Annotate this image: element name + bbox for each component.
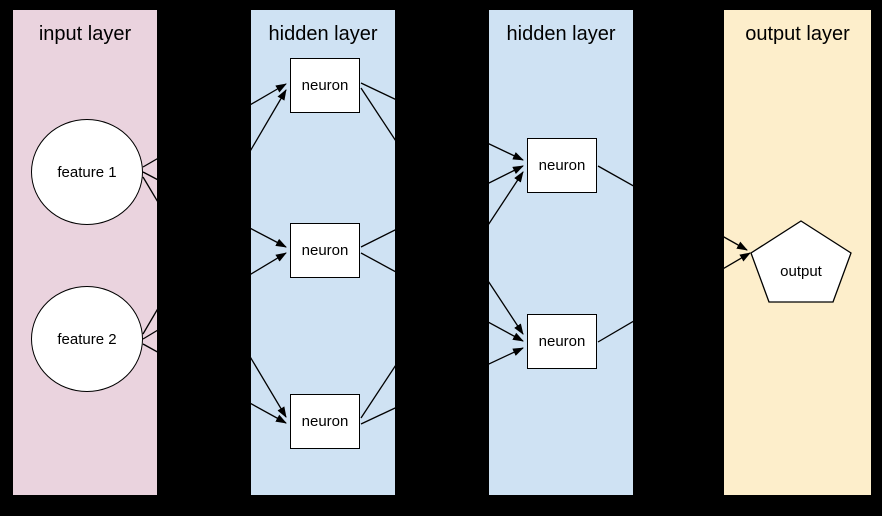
feature-2-label: feature 2 bbox=[57, 330, 117, 348]
node-feature-2: feature 2 bbox=[31, 286, 143, 392]
input-layer-title: input layer bbox=[38, 23, 132, 45]
node-hidden2-neuron-2: neuron bbox=[527, 314, 597, 369]
hidden1-neuron-1-label: neuron bbox=[301, 77, 349, 94]
hidden-layer-2-title: hidden layer bbox=[506, 23, 616, 45]
hidden1-neuron-3-label: neuron bbox=[301, 413, 349, 430]
node-hidden1-neuron-2: neuron bbox=[290, 223, 360, 278]
node-hidden1-neuron-1: neuron bbox=[290, 58, 360, 113]
panel-hidden-layer-2: hidden layer bbox=[489, 10, 633, 495]
output-layer-title: output layer bbox=[745, 23, 850, 45]
node-hidden1-neuron-3: neuron bbox=[290, 394, 360, 449]
panel-input-layer: input layer bbox=[13, 10, 157, 495]
hidden-layer-1-title: hidden layer bbox=[268, 23, 378, 45]
hidden2-neuron-1-label: neuron bbox=[538, 157, 586, 174]
hidden1-neuron-2-label: neuron bbox=[301, 242, 349, 259]
node-feature-1: feature 1 bbox=[31, 119, 143, 225]
hidden2-neuron-2-label: neuron bbox=[538, 333, 586, 350]
panel-output-layer: output layer bbox=[724, 10, 871, 495]
feature-1-label: feature 1 bbox=[57, 163, 117, 181]
node-hidden2-neuron-1: neuron bbox=[527, 138, 597, 193]
output-node-label: output bbox=[780, 263, 822, 280]
